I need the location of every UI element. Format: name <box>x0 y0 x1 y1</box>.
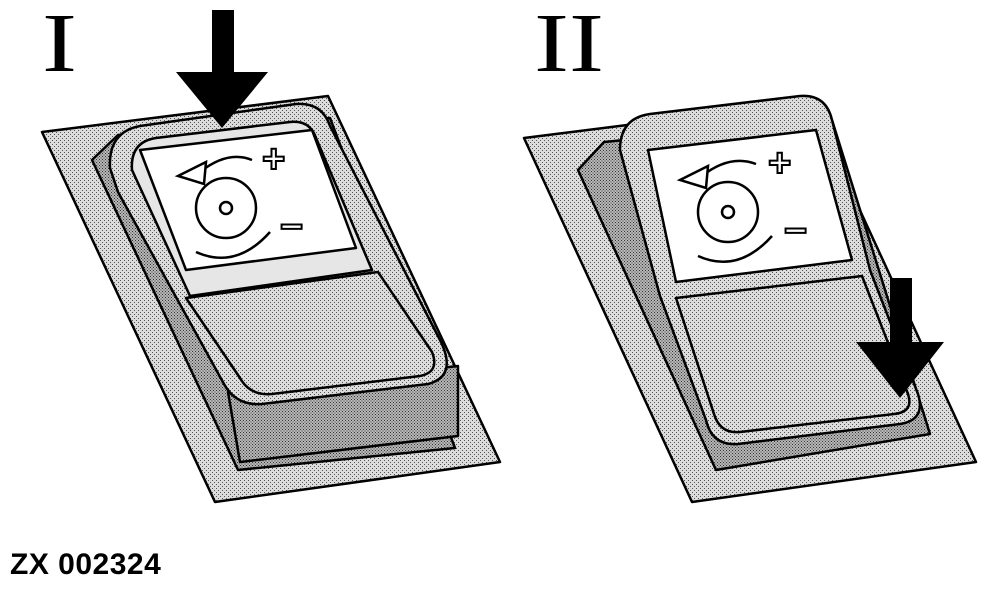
panel-1-pictogram <box>174 155 271 260</box>
panel-2-label: II <box>534 0 604 90</box>
panel-1-pictogram-window <box>138 128 358 272</box>
panel-1-label: I <box>42 0 77 90</box>
reference-code: ZX 002324 <box>10 548 162 581</box>
panel-2-press-arrow-icon <box>856 278 944 398</box>
panel-2-dial-center-icon <box>720 204 736 220</box>
panel-2-arrow-head-icon <box>676 163 710 190</box>
panel-1-press-arrow-icon <box>176 10 268 128</box>
panel-2-dial-icon <box>696 180 760 244</box>
panel-2-lower-paddle <box>674 274 911 434</box>
panel-2-minus-symbol: − <box>784 209 807 253</box>
panel-1-switch <box>40 94 502 504</box>
panel-1-dial-icon <box>194 176 258 240</box>
panel-1-plus-symbol: + <box>262 137 285 181</box>
panel-1-arrow-head-icon <box>174 159 208 186</box>
panel-1-minus-symbol: − <box>280 205 303 249</box>
panel-1-dial-center-icon <box>218 200 234 216</box>
panel-2-pictogram-window <box>646 128 854 284</box>
panel-2-plus-symbol: + <box>768 141 791 185</box>
panel-2-pictogram <box>676 159 773 264</box>
panel-1-lower-paddle <box>184 270 436 396</box>
panel-1-lower-arc-icon <box>195 231 271 260</box>
panel-2-lower-arc-icon <box>697 235 773 264</box>
